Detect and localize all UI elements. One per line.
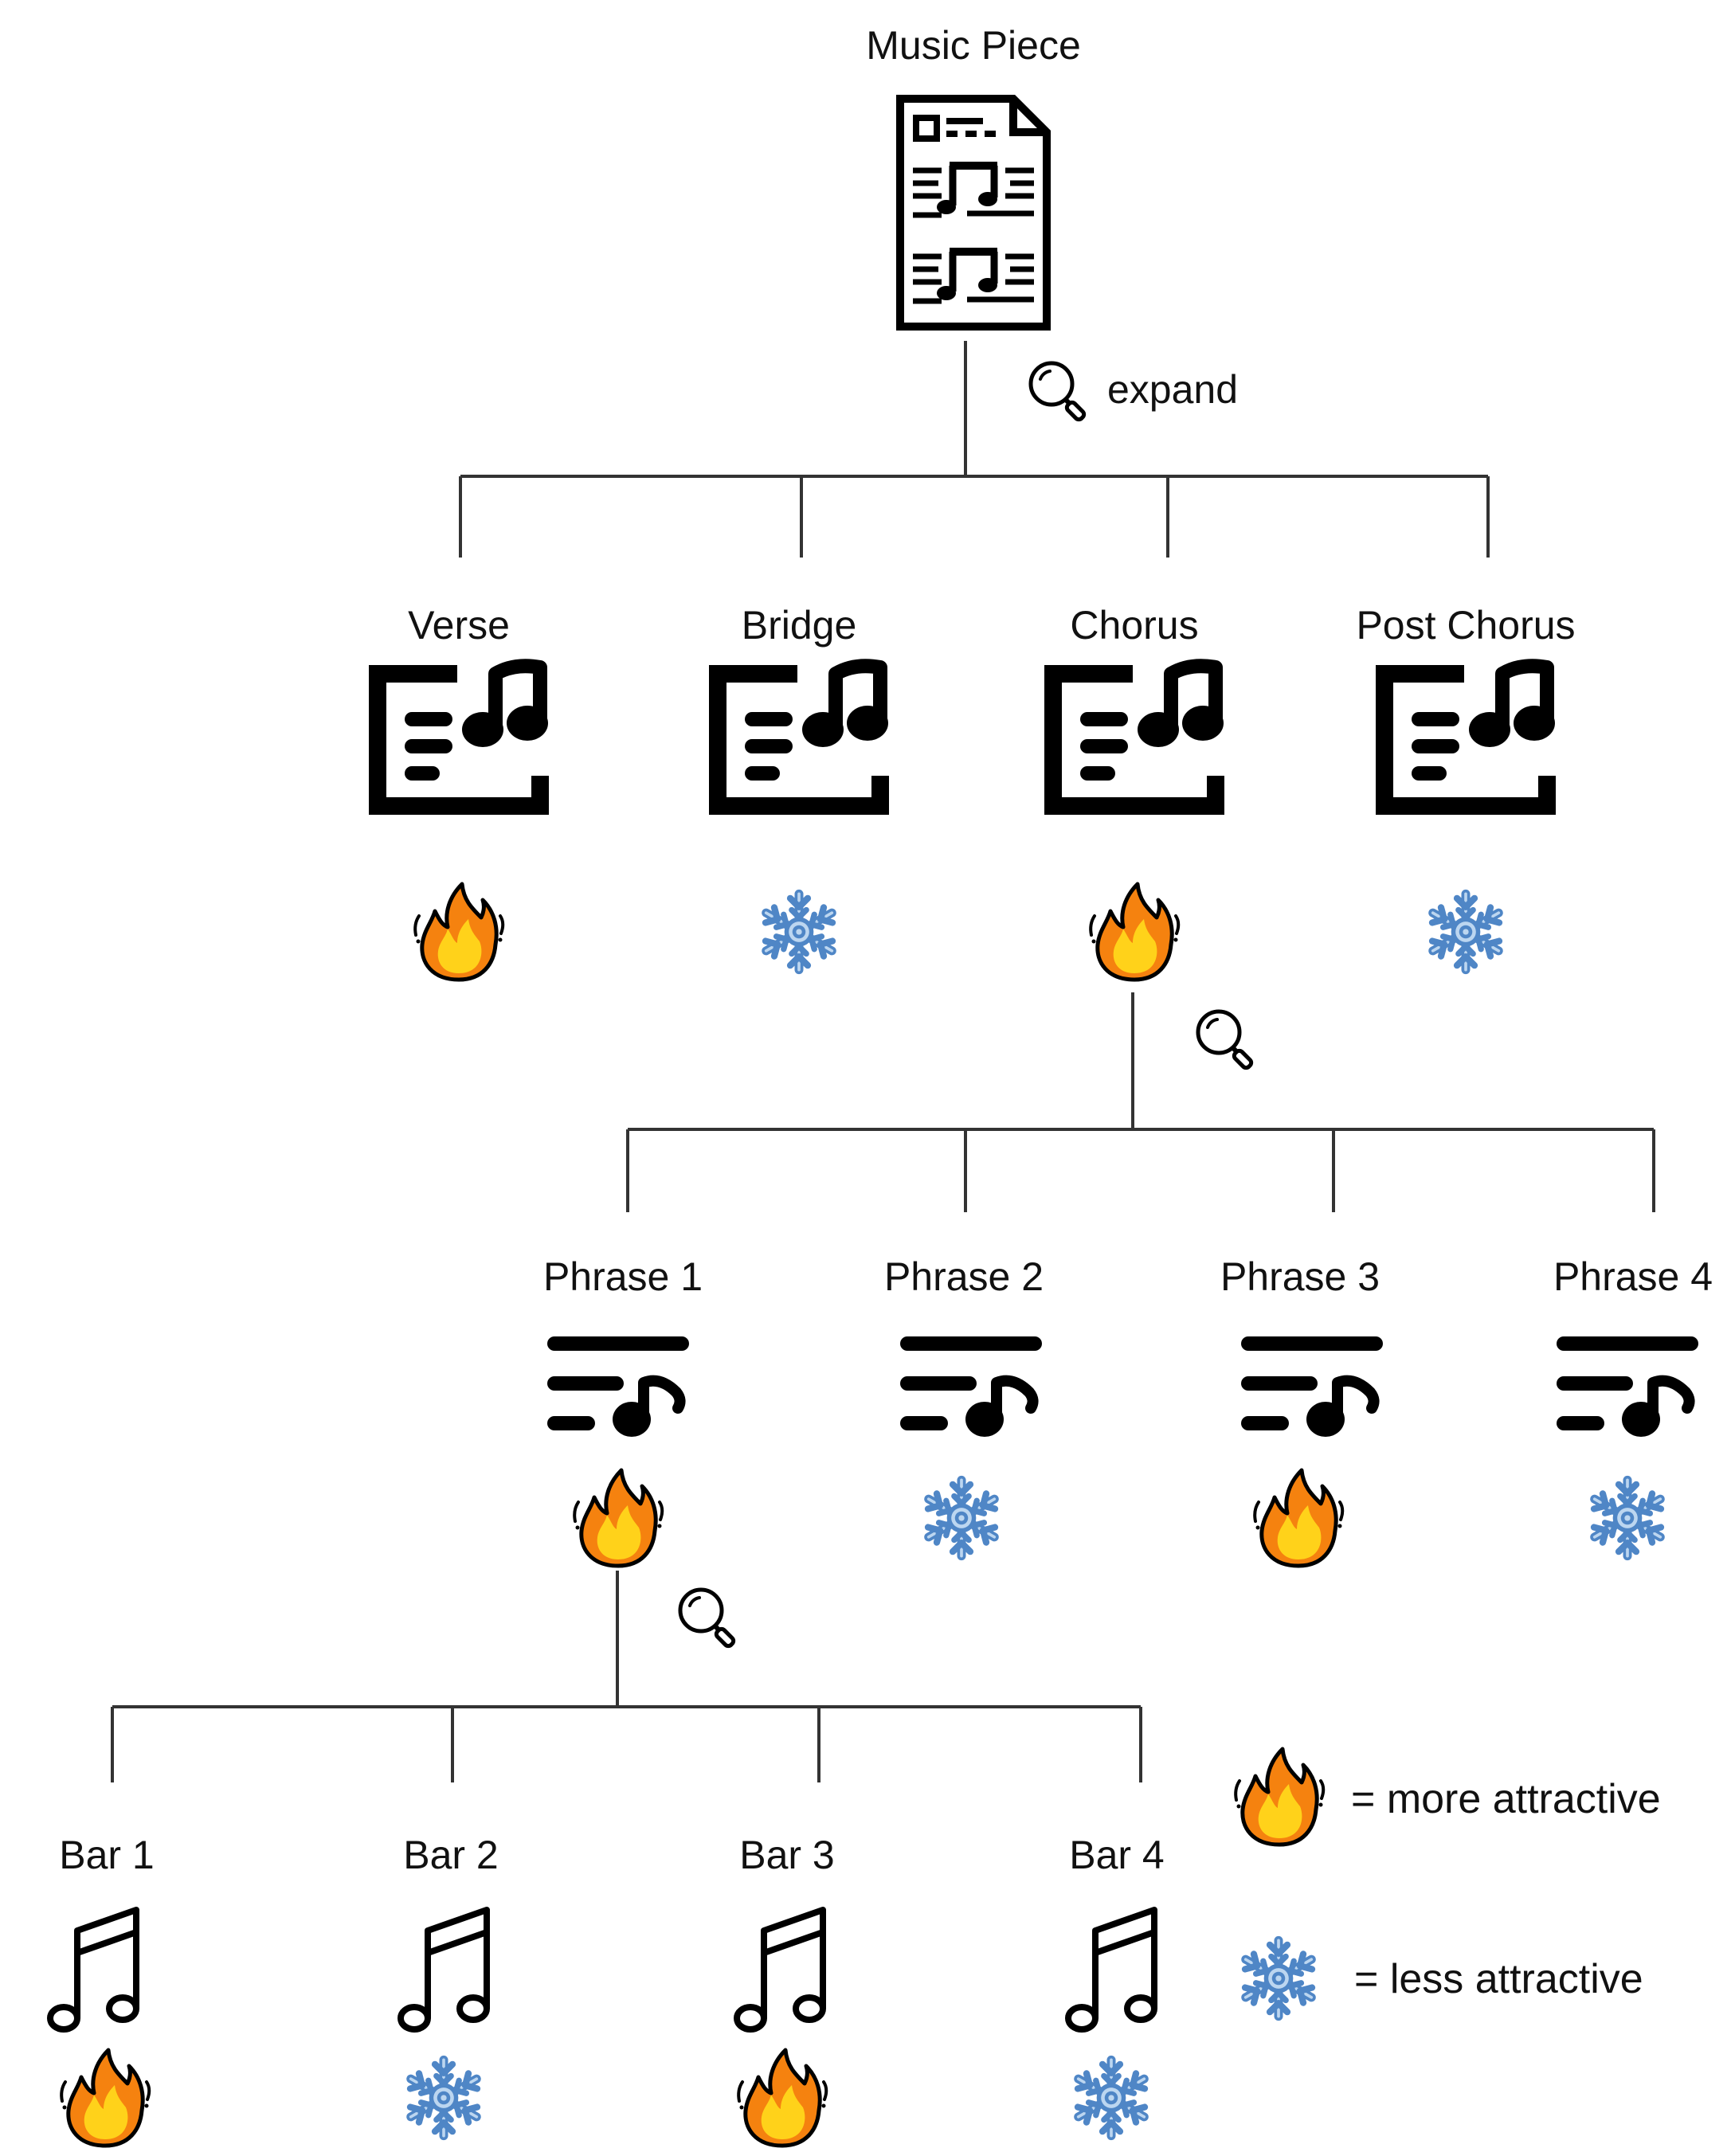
bar-node: Bar 3	[737, 1833, 835, 2146]
phrase-level: Phrase 1 Phrase 2 Phrase 3 Phrase 4	[543, 1254, 1713, 1566]
beamed-notes-icon	[50, 1910, 136, 2029]
section-label: Chorus	[1070, 603, 1198, 648]
beamed-notes-icon	[401, 1910, 487, 2029]
magnifier-icon	[1031, 363, 1086, 421]
beamed-notes-icon	[1068, 1910, 1154, 2029]
fire-icon	[738, 2050, 826, 2146]
section-label: Verse	[408, 603, 510, 648]
snowflake-icon	[924, 1480, 999, 1555]
expand-label: expand	[1107, 367, 1238, 412]
fire-icon	[1236, 1749, 1323, 1845]
fire-icon	[574, 1470, 662, 1566]
section-level: Verse Bridge Chorus Post Chorus	[378, 603, 1576, 980]
playlist-note-icon	[900, 1336, 1042, 1437]
bar-level: Bar 1 Bar 2 Bar 3 Bar 4	[50, 1833, 1165, 2146]
root-node: Music Piece	[866, 23, 1081, 327]
beamed-notes-icon	[737, 1910, 823, 2029]
snowflake-icon	[1428, 894, 1503, 969]
bar-label: Bar 3	[739, 1833, 835, 1877]
bar-node: Bar 2	[401, 1833, 499, 2136]
snowflake-icon	[1241, 1940, 1316, 2016]
section-label: Bridge	[742, 603, 857, 648]
section-node: Post Chorus	[1356, 603, 1576, 970]
legend-cold-label: = less attractive	[1354, 1956, 1643, 2002]
snowflake-icon	[1590, 1480, 1665, 1555]
music-section-icon	[1053, 666, 1224, 806]
playlist-note-icon	[1241, 1336, 1383, 1437]
playlist-note-icon	[1557, 1336, 1698, 1437]
section-node: Verse	[378, 603, 548, 980]
legend-hot-label: = more attractive	[1351, 1776, 1661, 1822]
fire-icon	[1255, 1470, 1342, 1566]
music-section-icon	[1384, 666, 1555, 806]
fire-icon	[61, 2050, 149, 2146]
snowflake-icon	[762, 894, 836, 969]
phrase-node: Phrase 1	[543, 1254, 703, 1566]
music-section-icon	[378, 666, 548, 806]
phrase-node: Phrase 4	[1553, 1254, 1713, 1556]
fire-icon	[415, 884, 503, 980]
bar-label: Bar 2	[403, 1833, 499, 1877]
bar-label: Bar 4	[1069, 1833, 1165, 1877]
section-label: Post Chorus	[1356, 603, 1575, 648]
legend: = more attractive = less attractive	[1236, 1749, 1661, 2017]
phrase-node: Phrase 3	[1220, 1254, 1383, 1566]
magnifier-icon	[1198, 1011, 1253, 1070]
music-section-icon	[718, 666, 888, 806]
root-label: Music Piece	[866, 23, 1081, 68]
phrase-label: Phrase 3	[1220, 1254, 1380, 1299]
playlist-note-icon	[547, 1336, 689, 1437]
bar-node: Bar 1	[50, 1833, 155, 2146]
snowflake-icon	[1074, 2060, 1149, 2135]
score-sheet-icon	[900, 99, 1047, 327]
connector-lines	[111, 341, 1655, 1782]
phrase-node: Phrase 2	[884, 1254, 1044, 1556]
bar-node: Bar 4	[1068, 1833, 1165, 2136]
snowflake-icon	[406, 2060, 481, 2135]
magnifier-icon	[680, 1590, 735, 1648]
bar-label: Bar 1	[59, 1833, 155, 1877]
section-node: Chorus	[1053, 603, 1224, 980]
phrase-label: Phrase 1	[543, 1254, 703, 1299]
phrase-label: Phrase 2	[884, 1254, 1044, 1299]
fire-icon	[1091, 884, 1178, 980]
phrase-label: Phrase 4	[1553, 1254, 1713, 1299]
section-node: Bridge	[718, 603, 888, 970]
